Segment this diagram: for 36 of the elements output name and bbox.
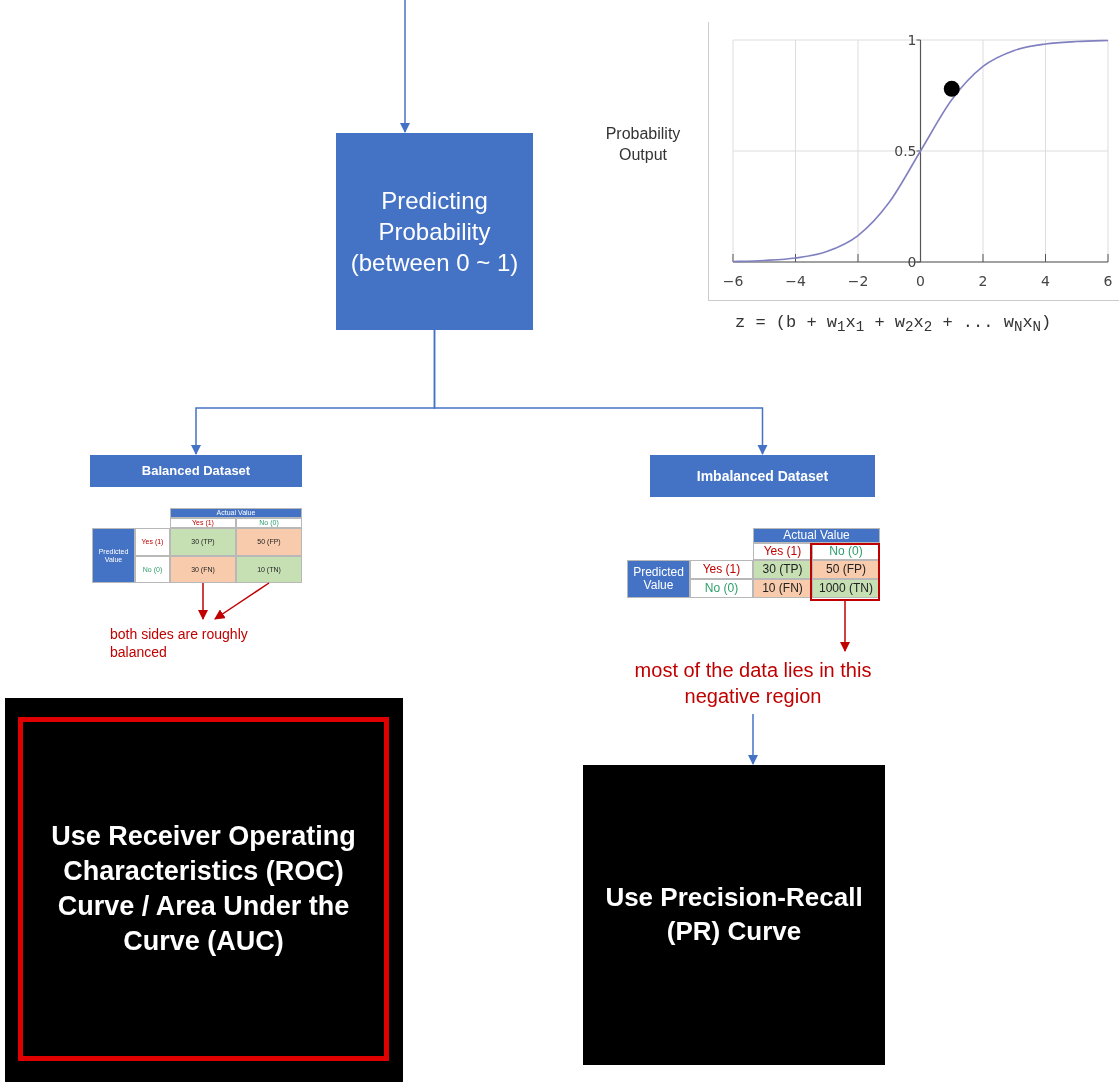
category-box: Imbalanced Dataset	[650, 455, 875, 497]
tick-label: 4	[1041, 273, 1050, 289]
table-cell: 50 (FP)	[812, 560, 880, 579]
arrow	[399, 0, 411, 134]
tick-label: −2	[847, 273, 869, 289]
highlight-box	[810, 543, 880, 601]
tick-label: 1	[907, 32, 917, 48]
category-box: Balanced Dataset	[90, 455, 302, 487]
arrow	[839, 600, 851, 653]
table-header: Actual Value	[753, 528, 880, 543]
table-header: No (0)	[690, 579, 753, 598]
tick-label: 0	[916, 273, 925, 289]
arrow	[433, 329, 768, 456]
tick-label: 0	[907, 254, 917, 270]
table-header: Yes (1)	[690, 560, 753, 579]
arrow	[747, 713, 759, 766]
process-box: Predicting Probability (between 0 ~ 1)	[336, 133, 533, 330]
axis-title: Probability Output	[604, 124, 682, 165]
table-cell: 10 (FN)	[753, 579, 812, 598]
arrow	[214, 582, 270, 620]
table-cell: 30 (TP)	[753, 560, 812, 579]
result-box: Use Precision-Recall (PR) Curve	[583, 765, 885, 1065]
table-header: Yes (1)	[753, 543, 812, 560]
tick-label: −6	[722, 273, 744, 289]
arrow	[197, 582, 209, 621]
tick-label: 2	[978, 273, 988, 289]
box-text: Use Receiver Operating Characteristics (ROC) Curve / Area Under the Curve (AUC)	[50, 819, 357, 959]
result-box	[5, 698, 403, 1082]
table-cell: 1000 (TN)	[812, 579, 880, 598]
tick-label: 6	[1103, 273, 1113, 289]
table-header: Predicted Value	[627, 560, 690, 598]
annotation-text: both sides are roughly balanced	[104, 620, 274, 666]
annotation-text: most of the data lies in this negative region	[622, 652, 884, 714]
formula-text: z = (b + w$_{1}$x$_{1}$ + w$_{2}$x$_{2}$ + ... w$_{N}$x$_{N}$)	[735, 313, 1052, 336]
tick-label: −4	[785, 273, 806, 289]
tick-label: 0.5	[894, 143, 917, 159]
